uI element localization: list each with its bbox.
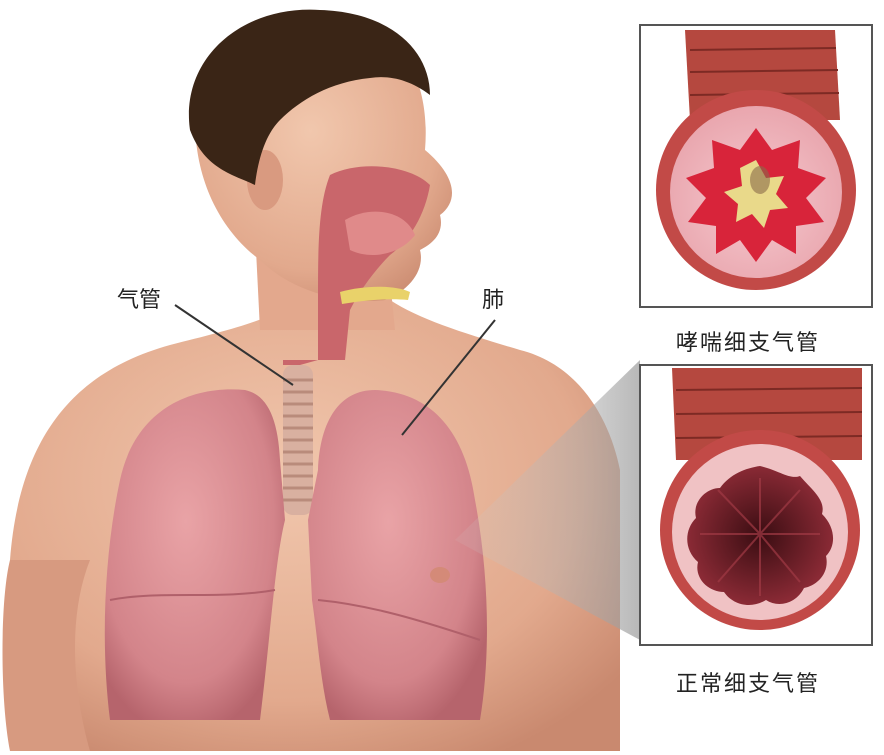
nipple (430, 567, 450, 583)
normal-bronchiole-caption: 正常细支气管 (676, 666, 820, 698)
asthma-panel (640, 25, 872, 307)
trachea-label: 气管 (117, 282, 161, 314)
asthma-bronchiole-caption: 哮喘细支气管 (676, 325, 820, 357)
trachea-tube (283, 360, 318, 515)
lung-label: 肺 (482, 282, 504, 314)
normal-panel (640, 365, 872, 645)
